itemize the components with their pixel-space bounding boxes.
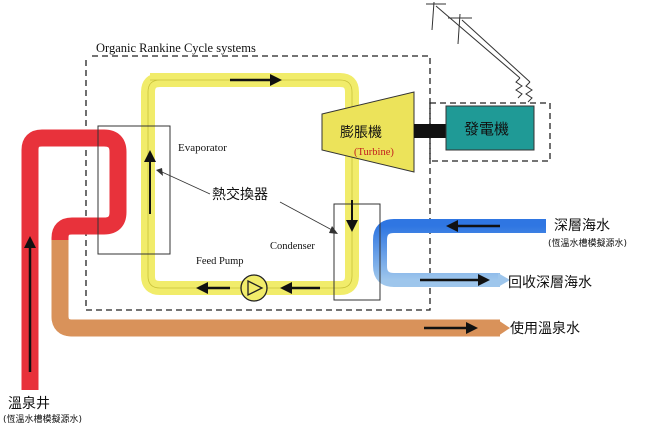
pointer-right-arrowhead <box>329 226 338 234</box>
pointer-left-arrowhead <box>156 168 163 176</box>
used-hot-spring-label: 使用溫泉水 <box>510 320 580 337</box>
recovered-sea-water-label: 回收深層海水 <box>508 275 592 291</box>
turbine-label: (Turbine) <box>354 147 394 158</box>
feed-pump-label: Feed Pump <box>196 256 244 267</box>
turbine-expander <box>321 91 415 173</box>
heat-exchanger-pointer-right <box>279 201 333 231</box>
generator-box <box>445 105 535 151</box>
deep-sea-water-pipe <box>373 219 546 287</box>
flow-arrows <box>24 74 500 372</box>
generator-boundary <box>429 102 551 162</box>
evaporator-label: Evaporator <box>178 142 227 154</box>
generator-label: 發電機 <box>464 120 509 138</box>
deep-sea-water-note: (恆溫水槽模擬源水) <box>548 237 627 249</box>
feed-pump-icon <box>240 274 268 302</box>
hot-spring-return-pipe <box>51 240 500 337</box>
orc-working-fluid-loop <box>141 73 359 295</box>
orc-title: Organic Rankine Cycle systems <box>96 41 256 55</box>
expander-label: 膨脹機 <box>340 124 382 141</box>
orc-loop-outline <box>147 79 353 289</box>
deep-sea-water-label: 深層海水 <box>554 218 610 234</box>
hot-spring-well-label: 溫泉井 <box>8 395 50 412</box>
used-water-outlet-arrowhead <box>498 320 510 336</box>
condenser-box <box>333 203 381 301</box>
recovered-water-arrowhead <box>498 273 510 287</box>
evaporator-box <box>97 125 171 255</box>
turbine-generator-shaft <box>414 124 446 138</box>
transmission-tower-icon <box>426 1 533 103</box>
condenser-label: Condenser <box>270 241 315 252</box>
heat-exchanger-label: 熱交換器 <box>212 186 268 203</box>
heat-exchanger-pointer-left <box>161 171 211 195</box>
hot-spring-well-note: (恆溫水槽模擬源水) <box>3 413 82 425</box>
